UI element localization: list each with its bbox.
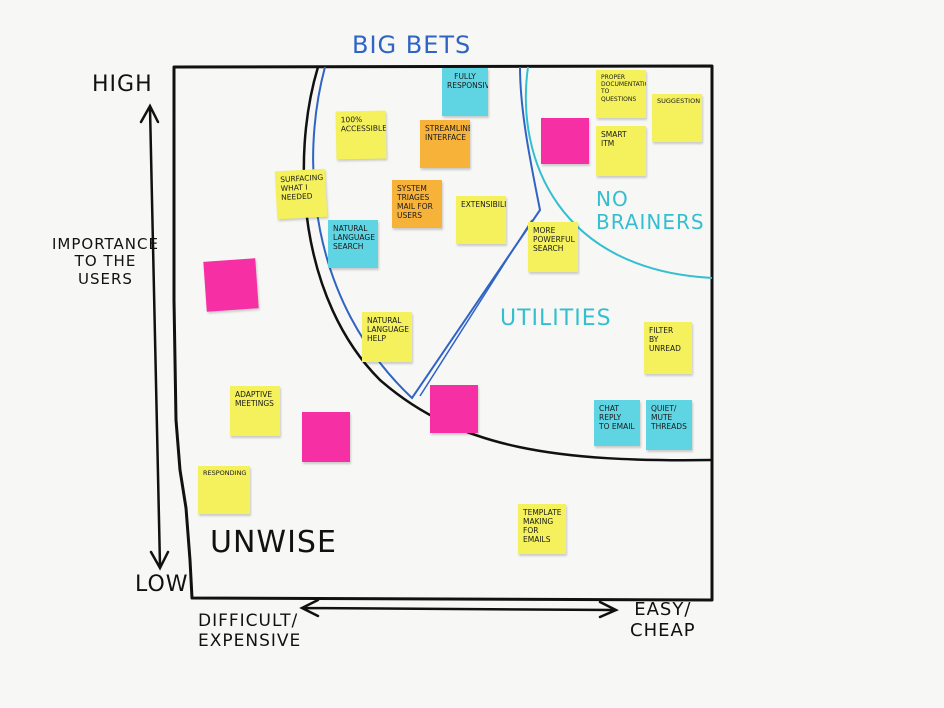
- sticky-note-responding: RESPONDING: [198, 466, 250, 514]
- high-label: HIGH: [92, 72, 153, 97]
- big-bets-label: BIG BETS: [352, 31, 472, 59]
- low-label: LOW: [135, 572, 189, 597]
- sticky-note-pink-mid: [430, 385, 478, 433]
- sticky-note-streamlined: STREAMLINED INTERFACE: [420, 120, 470, 168]
- sticky-note-adaptive: ADAPTIVE MEETINGS: [230, 386, 280, 436]
- sticky-note-template: TEMPLATE MAKING FOR EMAILS: [518, 504, 566, 554]
- sticky-note-filter-unread: FILTER BY UNREAD: [644, 322, 692, 374]
- sticky-note-system-triage: SYSTEM TRIAGES MAIL FOR USERS: [392, 180, 442, 228]
- y-axis-arrow: [139, 103, 170, 571]
- x-axis-arrow: [299, 598, 619, 619]
- sticky-note-surfacing: SURFACING WHAT I NEEDED: [274, 168, 328, 220]
- unwise-label: UNWISE: [210, 525, 337, 560]
- x-axis-left-label: DIFFICULT/ EXPENSIVE: [198, 611, 302, 651]
- sticky-note-extensibility: EXTENSIBILITY: [456, 196, 506, 244]
- sticky-note-quiet-mute: QUIET/ MUTE THREADS: [646, 400, 692, 450]
- sticky-note-pink-left: [203, 258, 259, 312]
- sticky-note-accessible: 100% ACCESSIBLE: [335, 110, 387, 160]
- sticky-note-natural-search: NATURAL LANGUAGE SEARCH: [328, 220, 378, 268]
- big-bets-outer-curve: [302, 66, 713, 462]
- sticky-note-proper-doc: PROPER DOCUMENTATION TO QUESTIONS: [596, 70, 646, 118]
- big-bets-blue-boundary-2: [419, 219, 533, 397]
- sticky-note-chat-reply: CHAT REPLY TO EMAIL: [594, 400, 640, 446]
- sticky-note-natural-help: NATURAL LANGUAGE HELP: [362, 312, 412, 362]
- sticky-note-more-powerful: MORE POWERFUL SEARCH: [528, 222, 578, 272]
- sticky-note-pink-low: [302, 412, 350, 462]
- sticky-note-fully-responsive: FULLY RESPONSIVE: [442, 68, 488, 116]
- y-axis-label: IMPORTANCE TO THE USERS: [52, 235, 159, 288]
- no-brainers-curve: [524, 66, 713, 279]
- big-bets-blue-boundary: [312, 66, 542, 400]
- matrix-frame: [172, 64, 714, 602]
- utilities-label: UTILITIES: [500, 306, 612, 331]
- sticky-note-pink-top: [541, 118, 589, 164]
- x-axis-right-label: EASY/ CHEAP: [630, 599, 696, 641]
- no-brainers-label: NO BRAINERS: [596, 187, 705, 234]
- sticky-note-suggestion: SUGGESTION: [652, 94, 702, 142]
- sticky-note-smart: SMART ITM: [596, 126, 646, 176]
